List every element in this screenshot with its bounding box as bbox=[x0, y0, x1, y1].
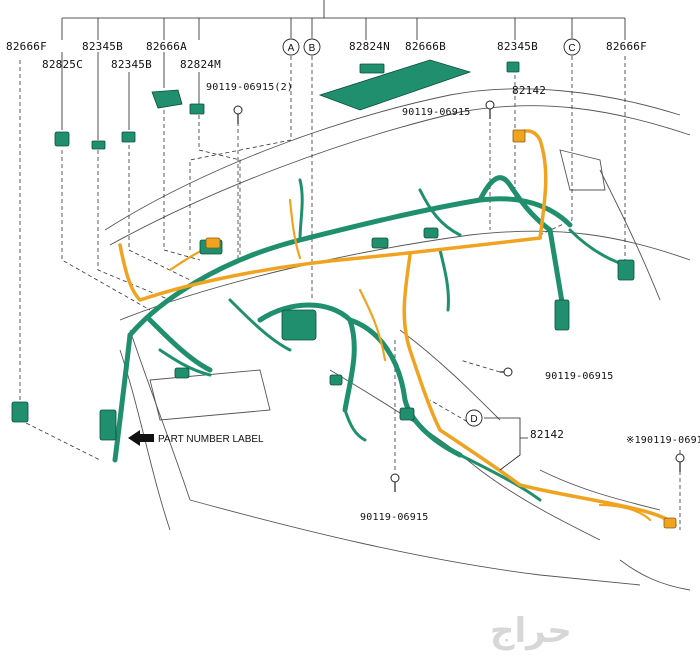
connector-82824m bbox=[189, 103, 205, 115]
label-bolt-console: 90119-06915 bbox=[545, 371, 613, 382]
block-82666f-left bbox=[11, 401, 29, 423]
clip-82345b-b bbox=[121, 131, 136, 143]
callout-a: A bbox=[282, 38, 300, 56]
connector-console bbox=[399, 407, 415, 421]
label-82142-top: 82142 bbox=[512, 84, 546, 97]
relay-block-82666b bbox=[318, 59, 472, 111]
label-82142-lower: 82142 bbox=[530, 428, 564, 441]
clip-82345b-c bbox=[506, 61, 520, 73]
orange-harness bbox=[118, 129, 677, 527]
block-82666f-right bbox=[617, 259, 635, 281]
callout-d-text: D bbox=[470, 414, 477, 425]
bolt-icon bbox=[233, 105, 243, 124]
connector-orange-a bbox=[205, 237, 221, 249]
label-82824n: 82824N bbox=[349, 40, 390, 53]
bolt-icon bbox=[675, 453, 685, 472]
label-bolt-rear: ※190119-06915 bbox=[626, 435, 700, 446]
part-number-label-block bbox=[99, 409, 117, 441]
part-number-label-text: PART NUMBER LABEL bbox=[158, 434, 264, 445]
connector-parts bbox=[11, 59, 677, 529]
label-bolt-2: 90119-06915(2) bbox=[206, 82, 293, 93]
bolt-icon bbox=[485, 100, 495, 119]
watermark-logo: حراج bbox=[490, 611, 572, 651]
callout-b-text: B bbox=[309, 43, 316, 54]
callout-b: B bbox=[303, 38, 321, 56]
connector-orange-82142 bbox=[512, 129, 526, 143]
bolt-icon bbox=[500, 367, 513, 377]
label-82345b-c: 82345B bbox=[497, 40, 538, 53]
top-leader-lines bbox=[61, 0, 626, 140]
part-labels: 82666F 82825C 82345B 82345B 82666A 82824… bbox=[6, 40, 700, 523]
connector-82825c bbox=[54, 131, 70, 147]
label-82666a: 82666A bbox=[146, 40, 187, 53]
callout-a-text: A bbox=[288, 43, 295, 54]
connector-82824n bbox=[359, 63, 385, 74]
connector-lower-mid bbox=[329, 374, 343, 386]
connector-right-hanging bbox=[554, 299, 570, 331]
label-82824m: 82824M bbox=[180, 58, 221, 71]
connector-center-top bbox=[423, 227, 439, 239]
block-82666a bbox=[151, 89, 183, 109]
callout-d: D bbox=[465, 409, 483, 427]
connector-mid bbox=[371, 237, 389, 249]
connector-lower-left bbox=[174, 367, 190, 379]
bolt-icon bbox=[390, 473, 400, 492]
dashed-leaders bbox=[19, 56, 681, 530]
green-harness bbox=[112, 175, 627, 502]
arrow-left-icon bbox=[128, 430, 154, 446]
callout-c-text: C bbox=[568, 43, 575, 54]
bolts bbox=[233, 100, 685, 492]
label-82345b-b: 82345B bbox=[111, 58, 152, 71]
label-82666b: 82666B bbox=[405, 40, 446, 53]
label-82345b-a: 82345B bbox=[82, 40, 123, 53]
callout-c: C bbox=[563, 38, 581, 56]
label-bolt-top: 90119-06915 bbox=[402, 107, 470, 118]
label-bolt-lower: 90119-06915 bbox=[360, 512, 428, 523]
label-82825c: 82825C bbox=[42, 58, 83, 71]
connector-orange-rear bbox=[663, 517, 677, 529]
part-number-label-pointer: PART NUMBER LABEL bbox=[128, 430, 264, 446]
label-82666f-left: 82666F bbox=[6, 40, 47, 53]
lower-82142-leaders bbox=[484, 417, 528, 471]
junction-block bbox=[281, 309, 317, 341]
label-82666f-right: 82666F bbox=[606, 40, 647, 53]
clip-82345b-a bbox=[91, 140, 106, 150]
